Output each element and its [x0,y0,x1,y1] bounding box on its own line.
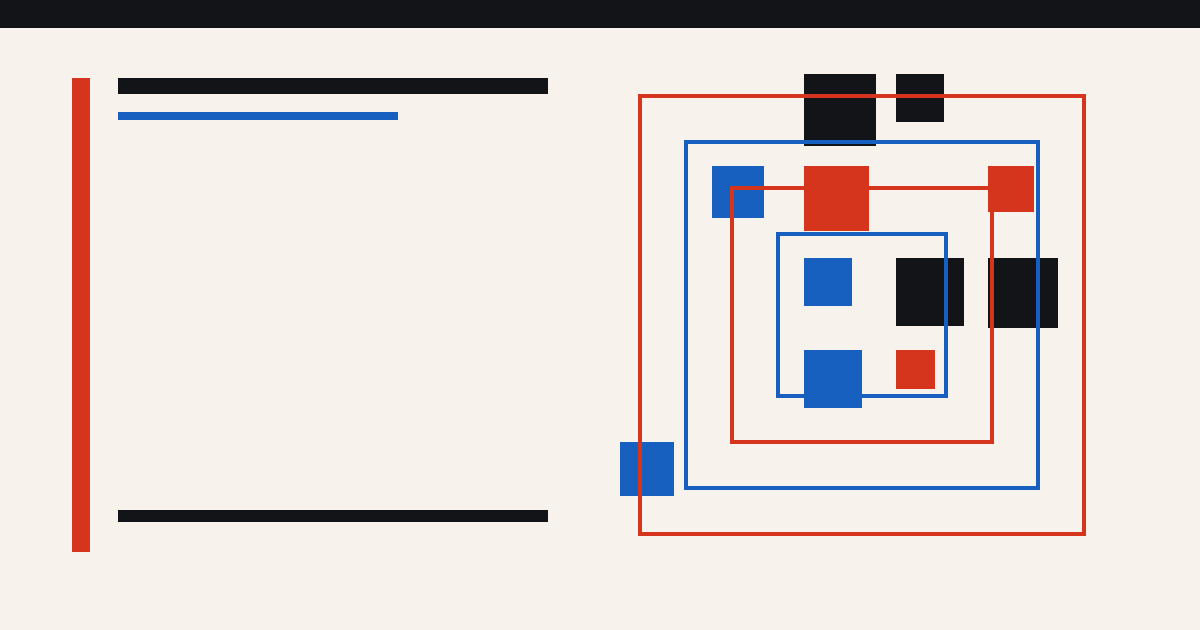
top-bar [0,0,1200,28]
tile-black-top-1 [804,74,876,146]
accent-bar [72,78,90,552]
inner-blue-frame [776,232,948,398]
tile-blue-corner [620,442,674,496]
tile-red-right [988,166,1034,212]
tile-blue-inner [804,258,852,306]
second-blue-frame [684,140,1040,490]
tile-black-top-2 [896,74,944,122]
tile-red-top [804,166,869,231]
third-red-frame [730,186,994,444]
footer-rule [118,510,548,522]
tile-blue-left [712,166,764,218]
tile-blue-lower [804,350,862,408]
outer-red-frame [638,94,1086,536]
tile-red-small [896,350,935,389]
subtitle-rule [118,112,398,120]
tile-black-middle [896,258,964,326]
title-rule [118,78,548,94]
tile-black-right [988,258,1058,328]
